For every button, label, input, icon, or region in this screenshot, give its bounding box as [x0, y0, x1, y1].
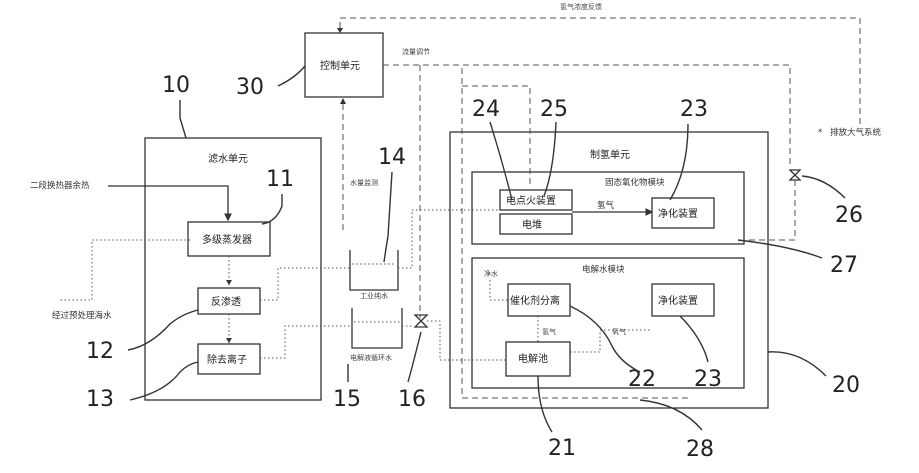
- purifier-1: 净化装置: [652, 198, 714, 228]
- ref-24: 24: [472, 97, 500, 122]
- purifier-2-label: 净化装置: [658, 294, 698, 307]
- tank-14: 工业纯水: [350, 250, 398, 300]
- ref-16: 16: [398, 387, 426, 412]
- ref-20: 20: [832, 373, 860, 398]
- treated-water-label: 经过预处理海水: [52, 310, 112, 321]
- valve-16: [415, 315, 427, 327]
- solid-oxide-module-label: 固态氧化物模块: [605, 177, 665, 188]
- electrolysis-module-label: 电解水模块: [582, 264, 625, 275]
- water-unit-label: 滤水单元: [208, 152, 248, 165]
- ref-27: 27: [830, 253, 858, 278]
- ref-13: 13: [86, 387, 114, 412]
- solid-oxide-cell-label: 电点火装置: [506, 194, 556, 207]
- tank-top-label: 水量监测: [350, 178, 378, 187]
- electrolyte-label: 电堆: [522, 218, 542, 231]
- reverse-osmosis-label: 反渗透: [211, 295, 241, 308]
- valve-26: [790, 170, 800, 180]
- control-unit: 控制单元: [305, 33, 383, 97]
- hydrogen-1-label: 氢气: [597, 200, 615, 211]
- desalinator-label: 多级蒸发器: [202, 233, 252, 246]
- ref-14: 14: [378, 145, 406, 170]
- ref-22: 22: [628, 367, 656, 392]
- feedback-label: 氢气浓度反馈: [560, 2, 602, 11]
- ref-30: 30: [236, 75, 264, 100]
- catalyst-separator: 催化剂分离: [508, 284, 570, 316]
- tank-15: 电解液循环水: [350, 308, 402, 362]
- ref-10: 10: [162, 73, 190, 98]
- ref-28: 28: [686, 437, 714, 462]
- clean-water-label: 净水: [484, 269, 498, 278]
- secondary-heat-label: 二段换热器余热: [30, 180, 90, 191]
- ref-23a: 23: [680, 97, 708, 122]
- ref-25: 25: [540, 97, 568, 122]
- hydrogen-2-label: 氢气: [542, 327, 556, 336]
- ion-removal: 除去离子: [198, 344, 260, 374]
- ref-11: 11: [266, 167, 294, 192]
- ref-23b: 23: [694, 367, 722, 392]
- tank-mid-label: 工业纯水: [360, 291, 388, 300]
- ref-15: 15: [333, 387, 361, 412]
- catalyst-label: 催化剂分离: [510, 294, 560, 307]
- ion-removal-label: 除去离子: [207, 353, 247, 366]
- desalinator: 多级蒸发器: [188, 222, 270, 256]
- ref-12: 12: [86, 339, 114, 364]
- oxygen-label: 氧气: [612, 327, 626, 336]
- hydrogen-unit-label: 制氢单元: [590, 148, 630, 161]
- control-signal-label: 流量调节: [402, 47, 430, 56]
- ref-26: 26: [835, 203, 863, 228]
- ref-21: 21: [548, 436, 576, 461]
- purifier-2: 净化装置: [652, 284, 714, 316]
- purifier-1-label: 净化装置: [658, 207, 698, 220]
- reverse-osmosis: 反渗透: [198, 288, 260, 314]
- electrolyzer: 电解池: [506, 342, 570, 376]
- atmosphere-label: 排放大气系统: [830, 127, 882, 138]
- control-unit-label: 控制单元: [320, 59, 360, 72]
- electrolyzer-label: 电解池: [518, 352, 548, 365]
- tank-bottom-label: 电解液循环水: [350, 353, 392, 362]
- svg-text:*: *: [818, 128, 822, 138]
